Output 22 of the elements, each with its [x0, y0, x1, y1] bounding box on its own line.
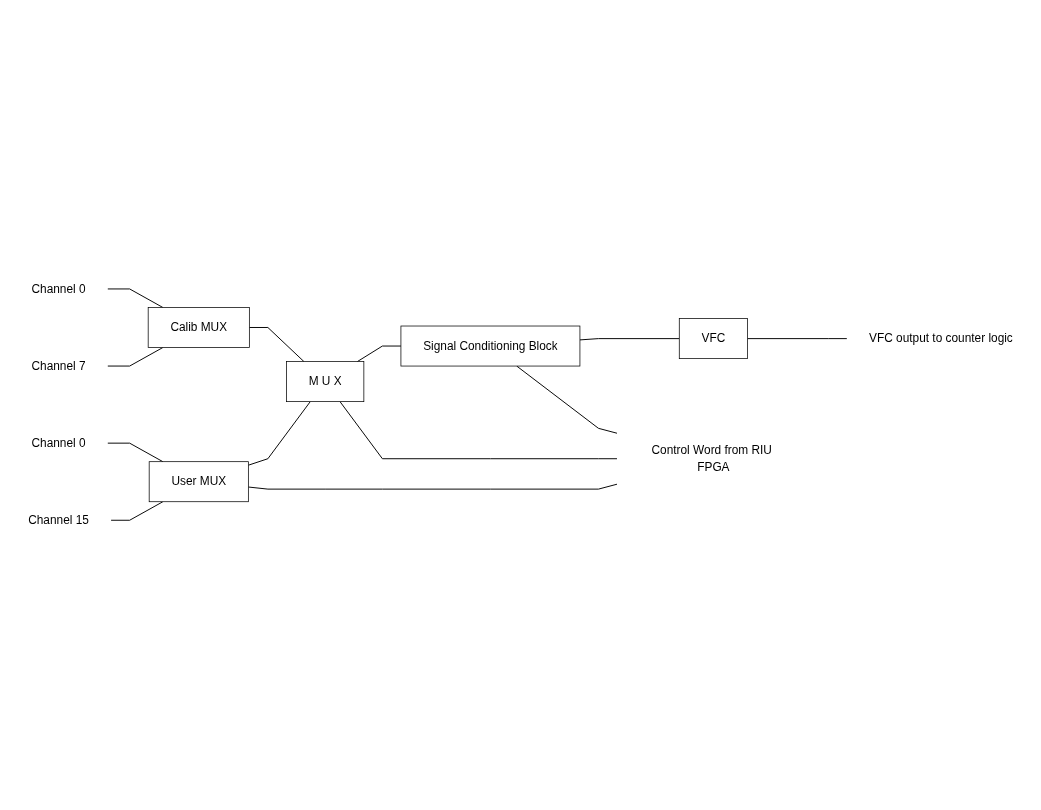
connector — [339, 401, 618, 460]
connector — [747, 338, 848, 340]
connector — [247, 484, 618, 490]
node-text: Control Word from RIU FPGA — [651, 443, 772, 474]
connector — [516, 365, 618, 435]
connector — [579, 338, 680, 341]
connector — [247, 401, 311, 467]
node-box: M U X — [286, 361, 365, 403]
node-text: Channel 0 — [31, 436, 86, 450]
node-text: VFC output to counter logic — [869, 332, 1013, 345]
node-text: Channel 7 — [31, 359, 86, 373]
node-text: Channel 15 — [28, 513, 89, 527]
connector — [356, 345, 402, 363]
connector — [248, 327, 305, 363]
node-box: VFC — [678, 318, 748, 360]
node-box: Calib MUX — [147, 307, 250, 349]
node-text: Channel 0 — [31, 282, 86, 296]
connector — [107, 443, 164, 463]
node-box: User MUX — [148, 461, 249, 503]
connector — [107, 347, 164, 367]
connector — [107, 288, 164, 309]
node-box: Signal Conditioning Block — [400, 326, 581, 367]
